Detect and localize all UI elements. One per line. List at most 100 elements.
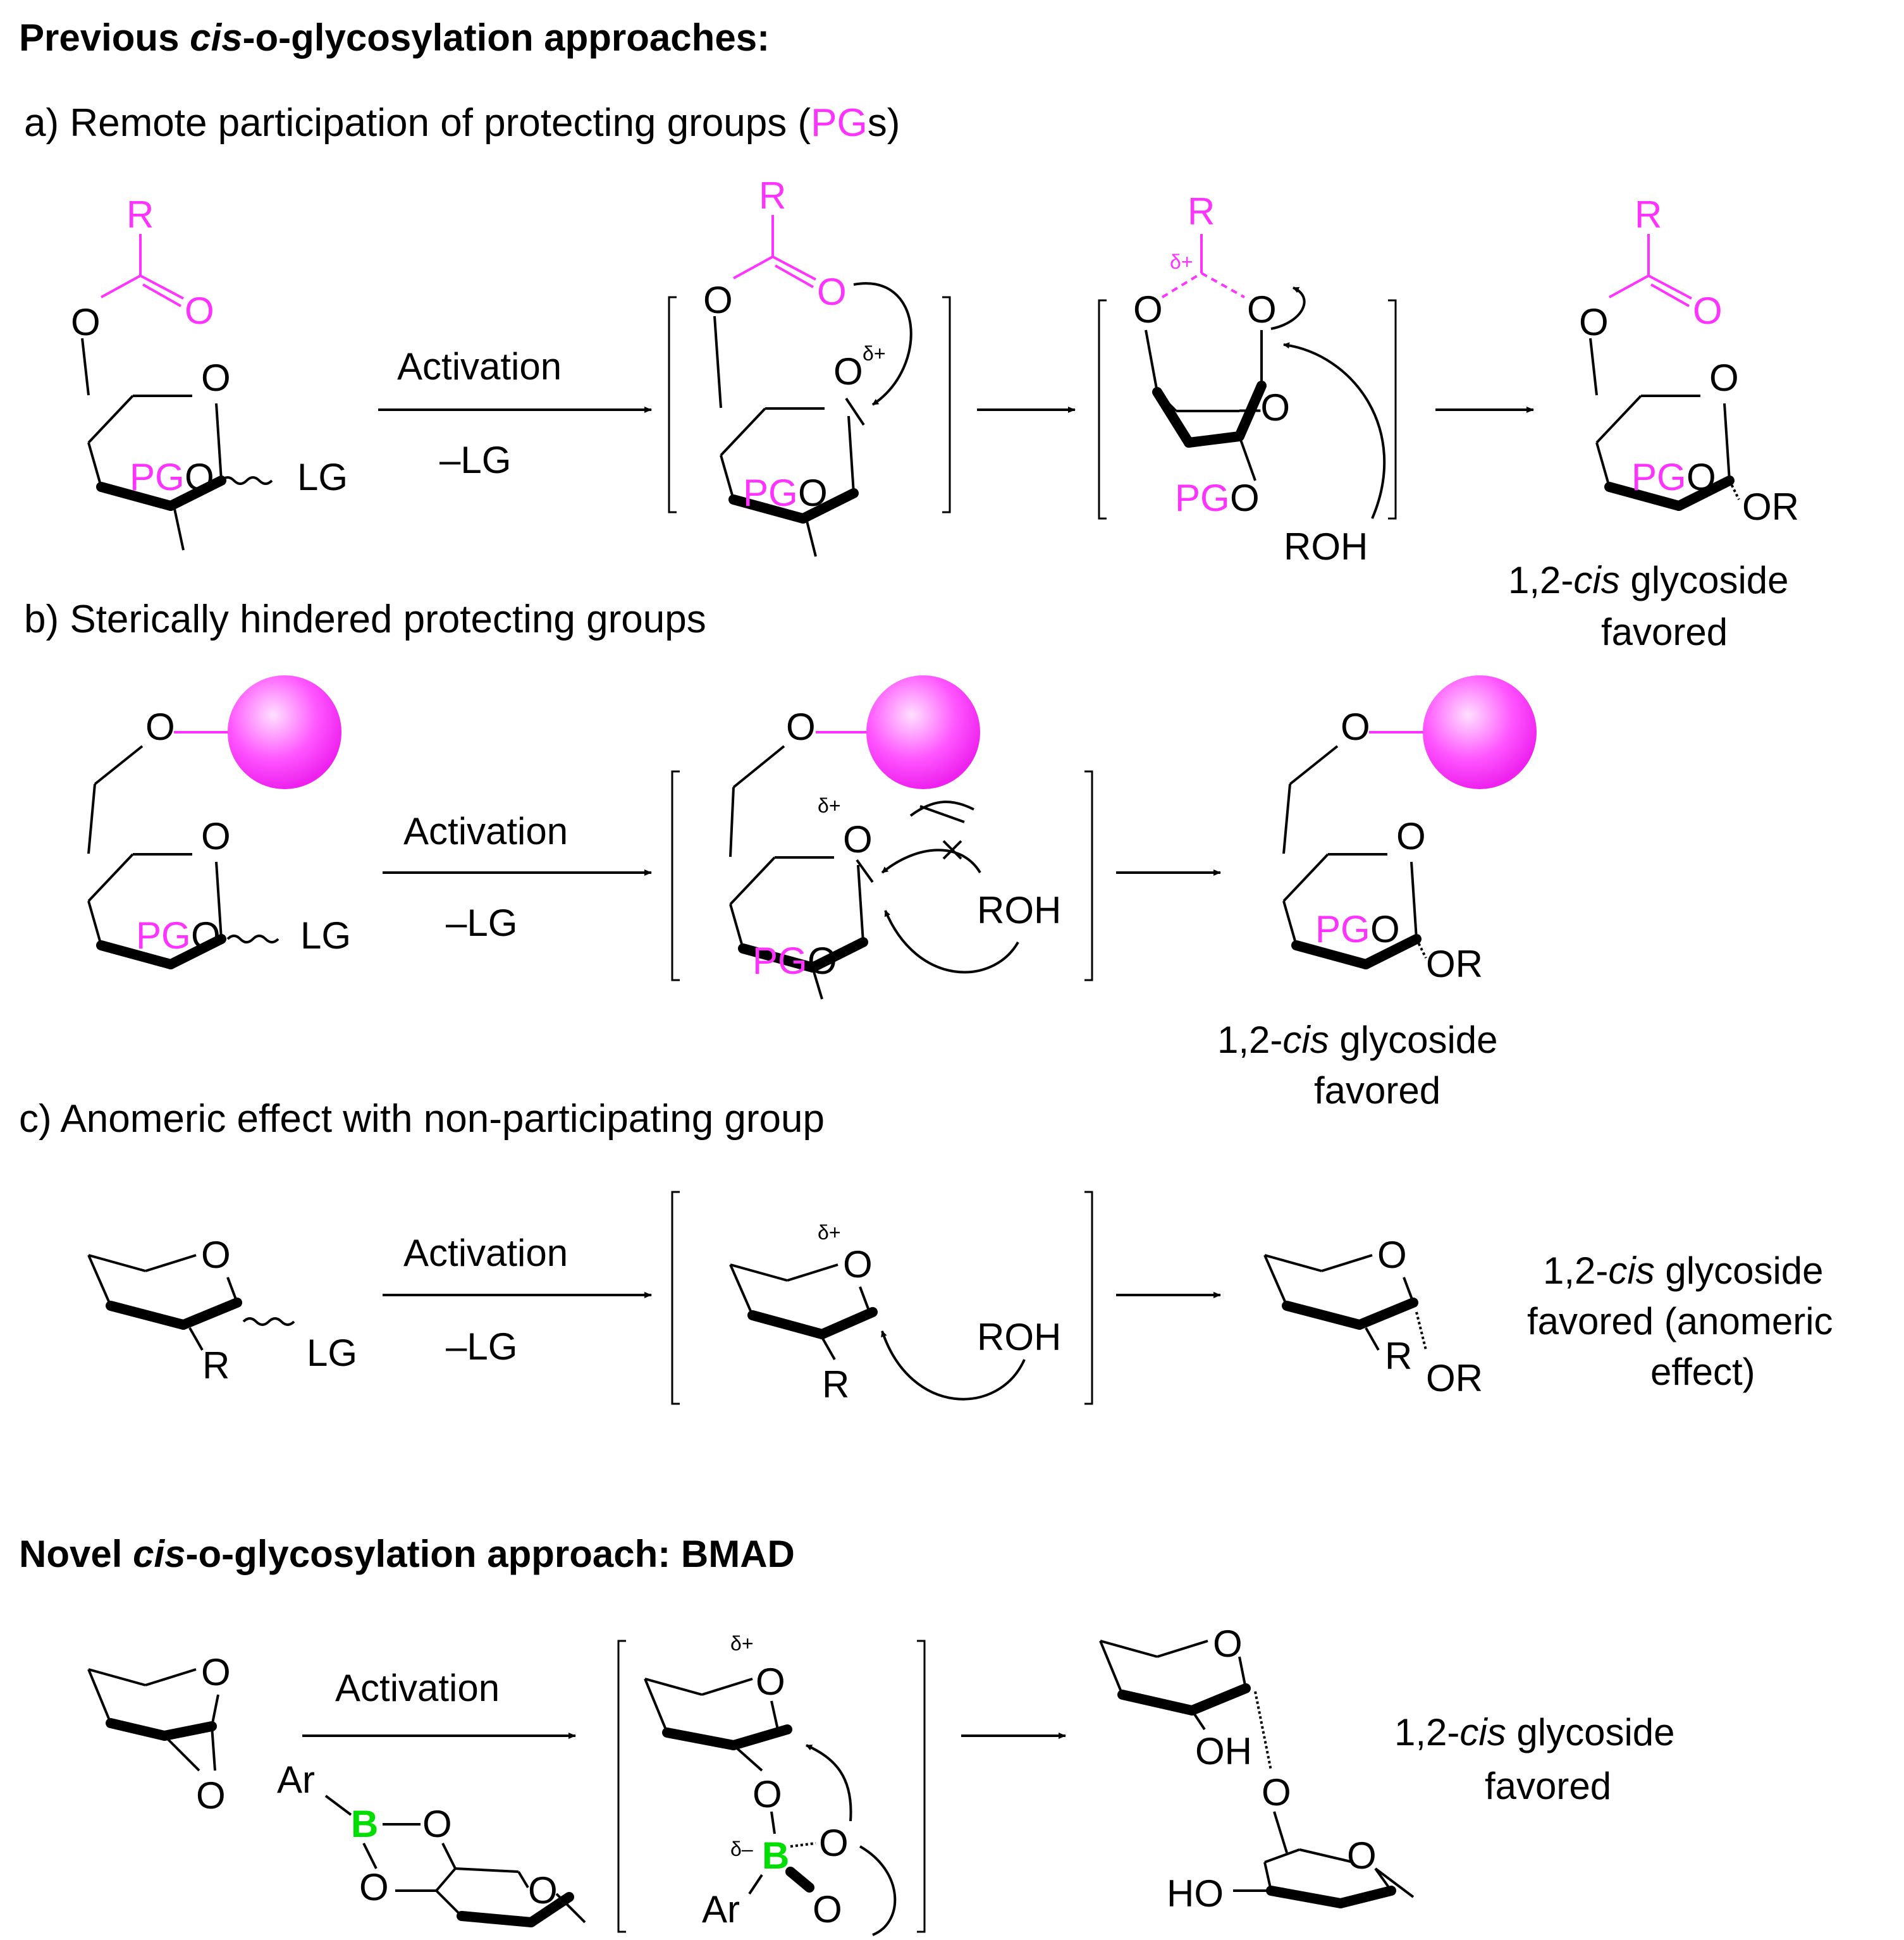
atom-o: O [703,279,733,321]
c-product: O R OR [1263,1234,1483,1399]
ring-oxygen: O [833,350,863,393]
a-product: O R O O PG O OR 1,2-cis glycoside favore… [1508,193,1799,653]
atom-o-pg: O [185,456,214,498]
atom-o-pg: O [798,472,828,514]
c-starting-material: O R LG [87,1234,357,1387]
ring-oxygen-2: O [1347,1834,1377,1877]
atom-o-2: O [359,1866,389,1908]
epoxide-oxygen: O [196,1774,226,1817]
atom-r: R [1188,190,1215,233]
ring-oxygen: –O [1239,386,1290,429]
ring-oxygen: O [756,1661,785,1703]
c-result-line-3: effect) [1650,1351,1755,1393]
atom-o: O [786,706,816,748]
bulky-group-ball [866,675,980,789]
atom-o-pg: O [1686,456,1716,498]
b-arrow-1: Activation –LG [383,810,652,944]
atom-r: R [759,175,786,217]
ring-oxygen: O [1377,1234,1407,1276]
atom-or: OR [1742,486,1799,528]
ring-oxygen: O [1213,1623,1243,1665]
atom-pg: PG [752,940,808,982]
delta-plus: δ+ [730,1632,754,1655]
atom-ar: Ar [277,1759,315,1801]
b-starting-material: O O PG O LG [89,675,351,964]
ring-oxygen: O [201,1651,231,1693]
atom-o-1: O [422,1803,452,1845]
ring-oxygen: O [201,357,231,399]
leaving-group: LG [297,456,348,498]
nucleophile-roh: ROH [977,889,1061,931]
activation-label: Activation [335,1667,500,1709]
section-b-title: b) Sterically hindered protecting groups [24,598,706,641]
ring-oxygen: O [1396,815,1426,857]
atom-o-carbonyl: O [817,271,847,313]
heading-novel: Novel cis-o-glycosylation approach: BMAD [19,1533,795,1575]
atom-ar: Ar [702,1888,740,1931]
ring-oxygen: O [843,1243,873,1286]
delta-plus: δ+ [818,794,841,817]
leaving-group: LG [307,1332,357,1374]
leaving-group: LG [300,914,351,957]
activation-label: Activation [403,1232,568,1274]
bmad-boronic-ester: Ar B O O O [277,1759,586,1927]
c-oxocarbenium-intermediate: O δ+ R ROH [671,1191,1093,1406]
ring-oxygen: O [528,1869,558,1912]
bulky-group-ball [228,675,341,789]
a-arrow-1: Activation –LG [378,345,652,481]
bmad-result-line-2: favored [1485,1765,1611,1807]
atom-pg: PG [1315,908,1370,950]
nucleophile-roh: ROH [977,1316,1061,1358]
a-dioxolenium-intermediate: O O R δ+ –O PG O ROH [1098,190,1397,568]
atom-pg: PG [130,456,185,498]
atom-o-1: O [819,1822,849,1864]
hydroxyl-ho: HO [1167,1872,1224,1915]
bmad-result: 1,2-cis glycoside favored [1394,1711,1675,1807]
boron-atom: B [351,1803,378,1845]
boron-atom: B [762,1834,789,1877]
section-a-title: a) Remote participation of protecting gr… [24,101,900,145]
bmad-anhydro-sugar: O O [87,1651,231,1817]
hydroxyl-oh: OH [1195,1730,1252,1772]
b-result-line-1: 1,2-cis glycoside [1217,1019,1498,1061]
atom-o: O [1341,706,1370,748]
b-result-line-2: favored [1314,1069,1440,1112]
atom-o: O [1133,288,1163,331]
atom-pg: PG [136,914,191,957]
atom-pg: PG [1175,477,1230,519]
atom-o-pg: O [808,940,837,982]
a-starting-material: O R O O PG O LG [71,193,348,551]
b-oxocarbenium-intermediate: O O δ+ PG O ROH [671,675,1093,1000]
nucleophile-roh: ROH [1284,525,1368,568]
ring-oxygen: O [201,815,231,857]
bmad-result-line-1: 1,2-cis glycoside [1394,1711,1675,1753]
bmad-intermediate: δ+ O O δ– B O O Ar [617,1632,926,1936]
atom-or: OR [1426,943,1483,985]
activation-label: Activation [403,810,568,852]
atom-o: O [145,706,175,748]
c-result-line-2: favored (anomeric [1527,1300,1833,1342]
atom-pg: PG [743,472,798,514]
bmad-product: O OH O O HO [1099,1623,1415,1915]
c-result-line-1: 1,2-cis glycoside [1543,1249,1824,1292]
atom-r: R [1385,1335,1412,1377]
a-oxocarbenium-intermediate: O R O O δ+ PG O [668,175,951,557]
activation-label: Activation [397,345,562,388]
ring-oxygen: O [201,1234,231,1276]
atom-o-link: O [752,1773,782,1815]
a-result-line-2: favored [1601,611,1728,653]
minus-lg-label: –LG [446,902,517,944]
atom-r: R [822,1363,849,1406]
ring-oxygen: O [1709,357,1739,399]
section-c-title: c) Anomeric effect with non-participatin… [19,1097,825,1141]
delta-minus: δ– [730,1838,753,1860]
atom-o: O [71,301,101,343]
c-arrow-1: Activation –LG [383,1232,652,1368]
bulky-group-ball [1423,675,1537,789]
minus-lg-label: –LG [446,1325,517,1368]
atom-o-pg: O [1230,477,1260,519]
heading-previous: Previous cis-o-glycosylation approaches: [19,16,770,59]
atom-o-2: O [813,1888,842,1931]
atom-r: R [202,1344,230,1387]
